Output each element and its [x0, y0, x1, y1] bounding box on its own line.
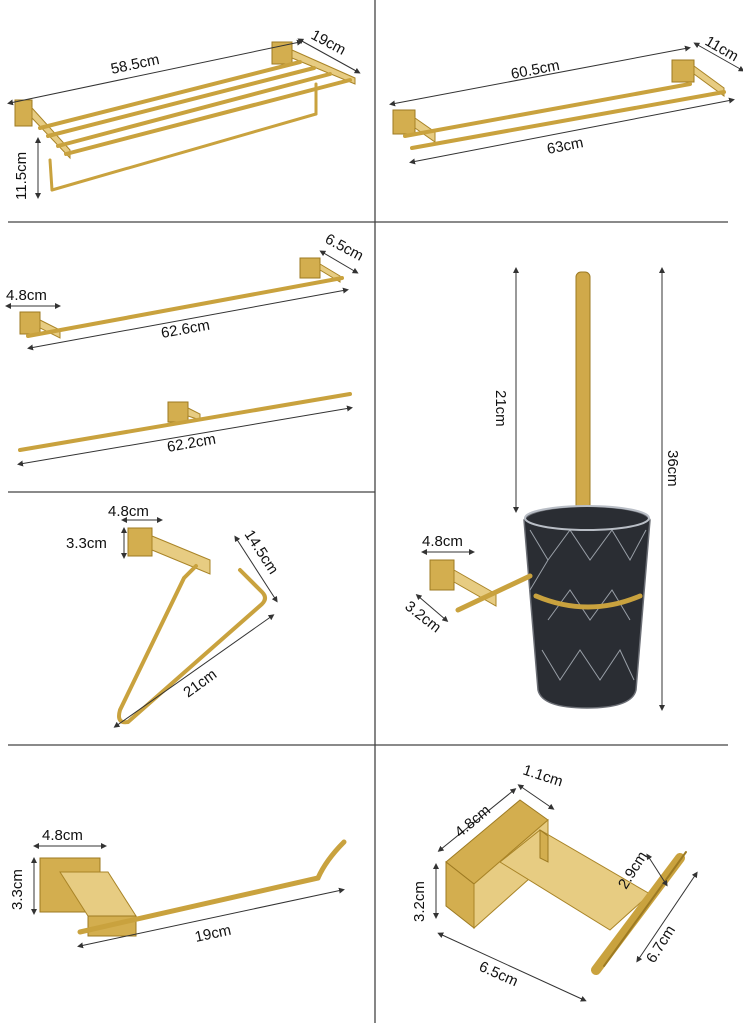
depth-dimension-line [297, 38, 361, 74]
single-bar-a-panel: 4.8cm 6.5cm 62.6cm [5, 231, 366, 351]
hook-label: 2.9cm [615, 848, 651, 892]
length-label: 19cm [193, 922, 232, 946]
depth-dimension-line [636, 871, 698, 963]
height-label: 11.5cm [13, 152, 30, 200]
brush-holder-panel: 21cm 36cm 4.8cm 3.2cm [402, 267, 681, 711]
robe-hook-panel: 1.1cm 4.8cm 3.2cm 2.9cm 6.7cm 6.5cm [411, 762, 698, 1002]
depth-dimension-line [693, 42, 743, 72]
hook-dimension-line [646, 853, 668, 887]
towel-shelf-panel: 58.5cm 19cm 11.5cm [7, 27, 361, 200]
brush-holder-image [429, 271, 651, 709]
depth-dimension-line [319, 250, 359, 274]
base-height-label: 3.3cm [66, 535, 107, 552]
base-height-label: 3.2cm [402, 598, 445, 637]
side-label: 14.5cm [241, 527, 282, 578]
width-label: 6.5cm [476, 958, 520, 990]
length-dimension-line [27, 287, 349, 351]
double-bar-panel: 60.5cm 11cm 63cm [389, 33, 743, 165]
width-dimension-line [7, 39, 303, 106]
top-label: 1.1cm [521, 762, 565, 791]
depth-label: 6.5cm [322, 231, 366, 265]
length-label: 63cm [546, 134, 585, 158]
length-dimension-line [409, 97, 735, 165]
base-width-label: 4.8cm [108, 503, 149, 520]
top-dimension-line [517, 784, 555, 810]
inner-dimension-line [389, 45, 691, 107]
base-width-dimension-line [437, 788, 517, 852]
side-dimension-line [234, 535, 278, 603]
paper-holder-panel: 4.8cm 3.3cm 19cm [9, 827, 347, 949]
panel-dividers [8, 0, 728, 1023]
depth-label: 19cm [308, 27, 348, 59]
length-label: 62.2cm [166, 431, 217, 456]
base-height-dimension-line [415, 594, 449, 622]
handle-label: 21cm [492, 390, 509, 427]
base-label: 4.8cm [6, 287, 47, 304]
length-dimension-line [17, 405, 353, 467]
single-bar-b-panel: 62.2cm [17, 392, 353, 467]
base-height-label: 3.2cm [411, 881, 428, 922]
total-label: 36cm [664, 450, 681, 487]
width-dimension-line [437, 932, 587, 1002]
length-dimension-line [113, 614, 275, 728]
towel-ring-panel: 4.8cm 3.3cm 14.5cm 21cm [66, 503, 282, 728]
base-width-label: 4.8cm [422, 533, 463, 550]
inner-label: 60.5cm [510, 57, 562, 83]
depth-label: 11cm [702, 33, 741, 66]
base-width-label: 4.8cm [42, 827, 83, 844]
base-height-label: 3.3cm [9, 869, 26, 910]
length-label: 62.6cm [160, 317, 211, 342]
length-dimension-line [77, 887, 345, 949]
towel-shelf-image [14, 41, 356, 192]
width-label: 58.5cm [109, 51, 161, 78]
